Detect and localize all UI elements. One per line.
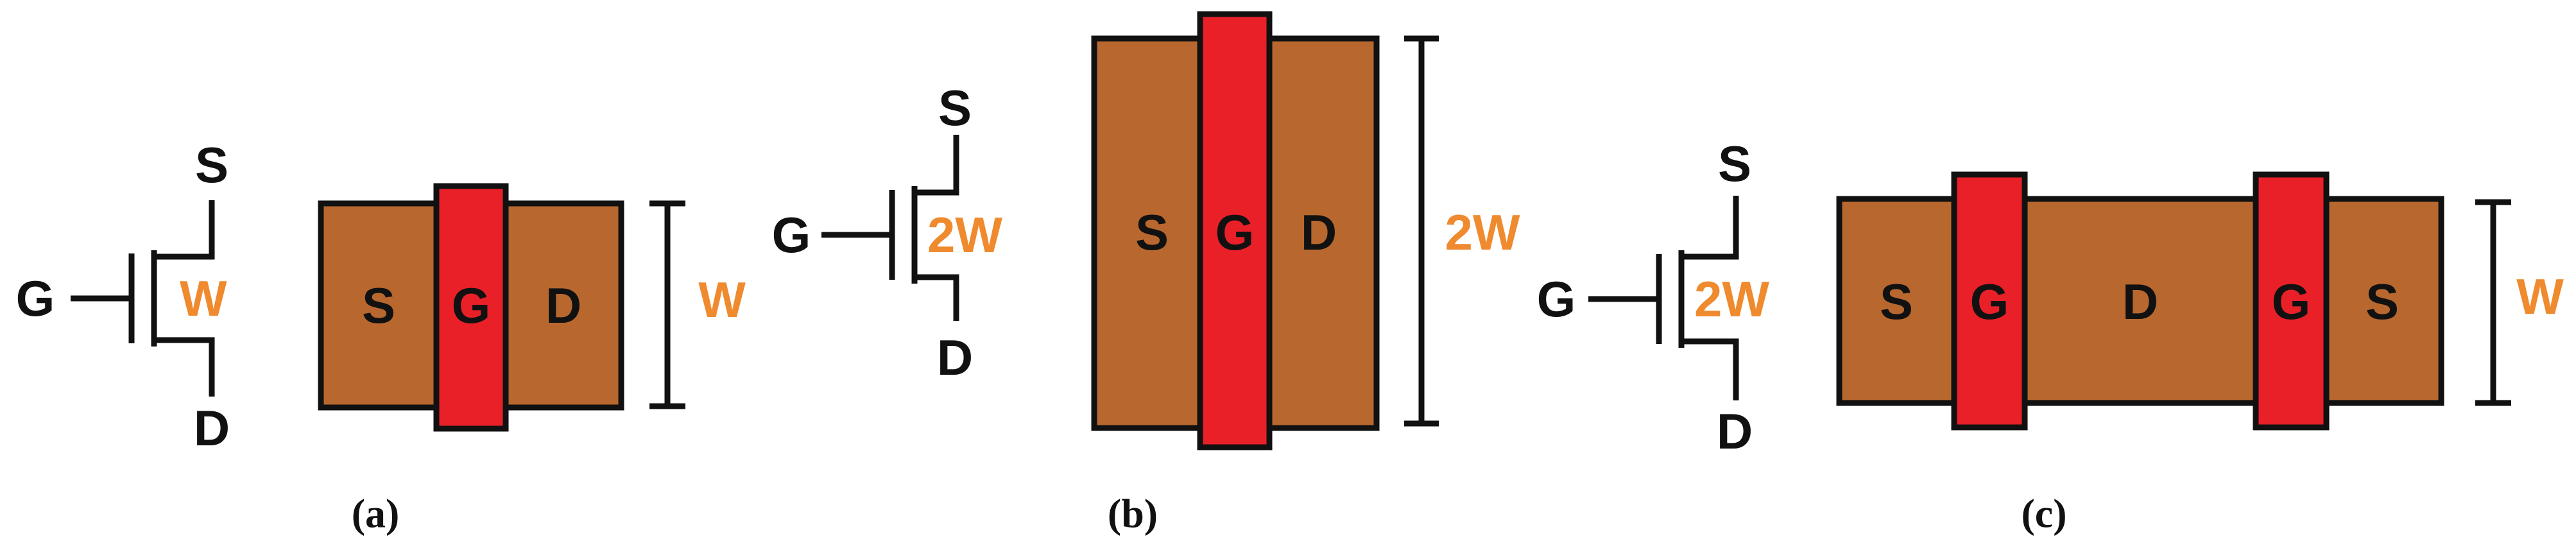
diffusion-region	[1836, 196, 2444, 406]
caption-c: (c)	[2021, 491, 2066, 536]
panel-c: G S D 2W S G D G S W (c)	[1537, 135, 2564, 536]
symbol-width-label: 2W	[927, 207, 1002, 263]
source-lead	[914, 135, 959, 196]
gate-poly-left	[1951, 171, 2028, 431]
source-lead	[154, 200, 215, 260]
source-terminal-label: S	[1718, 135, 1751, 192]
symbol-width-label: W	[180, 270, 227, 327]
symbol-width-label: 2W	[1694, 271, 1769, 327]
drain-terminal-label: D	[194, 400, 230, 456]
caption-b: (b)	[1108, 491, 1158, 536]
transistor-symbol-b: G S D 2W	[772, 80, 1003, 386]
layout-width-label: W	[698, 271, 746, 328]
drain-lead	[914, 274, 959, 321]
gate-terminal-label: G	[772, 207, 811, 263]
transistor-symbol-a: G S D W	[16, 137, 230, 456]
width-dimension-b: 2W	[1404, 35, 1520, 427]
transistor-symbol-c: G S D 2W	[1537, 135, 1770, 459]
layout-source-label: S	[1135, 204, 1169, 261]
source-lead	[1681, 196, 1739, 260]
layout-c: S G D G S	[1836, 171, 2444, 431]
panel-b: G S D 2W S G D 2W (b)	[772, 11, 1520, 536]
width-dimension-a: W	[649, 200, 746, 409]
panel-a: G S D W S G D W (a)	[16, 137, 746, 536]
layout-source-right-label: S	[2366, 273, 2399, 330]
drain-terminal-label: D	[937, 329, 973, 386]
layout-drain-label: D	[1301, 204, 1337, 261]
source-terminal-label: S	[938, 80, 972, 136]
drain-terminal-label: D	[1717, 403, 1753, 459]
layout-source-left-label: S	[1880, 273, 1913, 330]
layout-gate-left-label: G	[1970, 273, 2009, 330]
gate-terminal-label: G	[16, 270, 55, 327]
source-terminal-label: S	[195, 137, 228, 193]
gate-poly	[433, 183, 509, 432]
layout-gate-label: G	[1215, 204, 1255, 261]
layout-drain-label: D	[545, 277, 581, 334]
layout-drain-label: D	[2122, 273, 2158, 330]
gate-terminal-label: G	[1537, 271, 1576, 327]
drain-lead	[1681, 338, 1739, 400]
layout-width-label: 2W	[1445, 204, 1520, 261]
layout-gate-right-label: G	[2272, 273, 2311, 330]
layout-gate-label: G	[452, 277, 491, 334]
gate-poly	[1197, 11, 1273, 450]
caption-a: (a)	[352, 491, 400, 536]
layout-b: S G D	[1091, 11, 1380, 450]
layout-a: S G D	[318, 183, 624, 432]
drain-lead	[154, 337, 215, 397]
layout-width-label: W	[2516, 268, 2564, 325]
width-dimension-c: W	[2475, 199, 2564, 406]
layout-source-label: S	[362, 277, 395, 334]
gate-poly-right	[2253, 171, 2330, 431]
